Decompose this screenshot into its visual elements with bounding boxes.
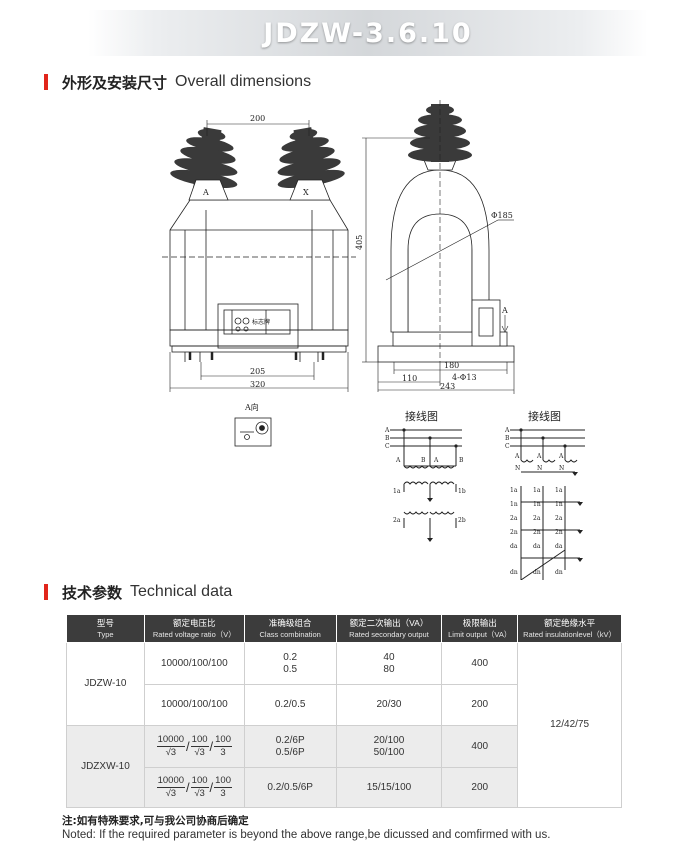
dim-diameter: Φ185 — [491, 211, 513, 220]
dim-side-left: 110 — [402, 374, 417, 383]
dim-side-base: 180 — [444, 361, 459, 370]
cell-limit: 400 — [441, 642, 519, 685]
dim-height: 405 — [355, 235, 364, 250]
section-dimensions-en: Overall dimensions — [175, 73, 312, 90]
right-r3-3: 2a — [555, 515, 563, 522]
section-technical-heading: 技术参数 Technical data — [44, 582, 232, 602]
cell-class: 0.2/0.5/6P — [243, 767, 337, 808]
left-primary-4: B — [459, 457, 464, 464]
dim-side-total: 243 — [440, 382, 455, 391]
right-bus-a: A — [504, 427, 510, 434]
left-sec1-a: 1a — [393, 488, 401, 495]
terminal-x-label: X — [303, 188, 309, 197]
nameplate-label: 标志牌 — [252, 318, 270, 326]
cell-insulation: 12/42/75 — [517, 642, 622, 808]
section-dimensions-cn: 外形及安装尺寸 — [62, 73, 168, 92]
right-r3-2: 2a — [533, 515, 541, 522]
right-r2-1: 1n — [510, 501, 518, 508]
cell-output: 20/30 — [335, 684, 443, 726]
cell-ratio: 10000/100/100 — [143, 684, 245, 726]
right-r6-3: dn — [555, 569, 563, 576]
left-primary-1: A — [395, 457, 401, 464]
right-r6-2: dn — [533, 569, 541, 576]
section-marker — [44, 74, 48, 90]
dimension-drawing: A X 标志牌 200 205 320 — [162, 100, 585, 580]
note-english: Noted: If the required parameter is beyo… — [62, 829, 551, 841]
right-r4-2: 2n — [533, 529, 541, 536]
right-neutral-2: N — [537, 465, 542, 472]
right-r4-1: 2n — [510, 529, 518, 536]
note-chinese: 注:如有特殊要求,可与我公司协商后确定 — [62, 815, 249, 827]
left-bus-a: A — [384, 427, 390, 434]
terminal-a-label: A — [202, 188, 209, 197]
cell-ratio: 10000/100/100 — [143, 642, 245, 685]
wiring-left-title: 接线图 — [405, 409, 438, 423]
section-marker — [44, 584, 48, 600]
right-r2-3: 1n — [555, 501, 563, 508]
right-bus-b: B — [505, 435, 510, 442]
left-bus-b: B — [385, 435, 390, 442]
section-technical-en: Technical data — [130, 583, 233, 600]
right-r5-2: da — [533, 543, 541, 550]
dim-bottom-outer: 320 — [250, 380, 265, 389]
dim-bottom-inner: 205 — [250, 367, 265, 376]
dim-top: 200 — [250, 114, 265, 123]
cell-type: JDZXW-10 — [66, 725, 145, 808]
table-row: 10000/100/100 0.2/0.5 20/30 200 — [67, 684, 622, 726]
right-primary-1: A — [514, 453, 520, 460]
dim-hole: 4-Φ13 — [452, 373, 477, 382]
left-bus-c: C — [385, 443, 390, 450]
left-sec2-a: 2a — [393, 517, 401, 524]
right-r1-1: 1a — [510, 487, 518, 494]
left-sec1-b: 1b — [458, 488, 466, 495]
right-neutral-1: N — [515, 465, 520, 472]
left-primary-2: B — [421, 457, 426, 464]
th-output: 额定二次输出（VA）Rated secondary output — [335, 614, 443, 643]
right-r2-2: 1n — [533, 501, 541, 508]
marker-a: A — [501, 306, 508, 315]
title-band: JDZW-3.6.10 — [88, 10, 648, 56]
right-r1-3: 1a — [555, 487, 563, 494]
right-primary-3: A — [558, 453, 564, 460]
section-technical-cn: 技术参数 — [62, 583, 123, 602]
right-r1-2: 1a — [533, 487, 541, 494]
cell-limit: 400 — [441, 725, 519, 768]
cell-output: 15/15/100 — [335, 767, 443, 808]
left-primary-3: A — [433, 457, 439, 464]
view-a-label: A向 — [244, 402, 259, 412]
section-dimensions-heading: 外形及安装尺寸 Overall dimensions — [44, 72, 311, 92]
page-title: JDZW-3.6.10 — [263, 18, 473, 49]
cell-type: JDZW-10 — [66, 642, 145, 726]
right-r4-3: 2n — [555, 529, 563, 536]
right-r6-1: dn — [510, 569, 518, 576]
cell-class: 0.2/0.5 — [243, 684, 337, 726]
right-r5-3: da — [555, 543, 563, 550]
right-bus-c: C — [505, 443, 510, 450]
right-r3-1: 2a — [510, 515, 518, 522]
wiring-right-title: 接线图 — [528, 409, 561, 423]
cell-limit: 200 — [441, 684, 519, 726]
right-neutral-3: N — [559, 465, 564, 472]
cell-limit: 200 — [441, 767, 519, 808]
left-sec2-b: 2b — [458, 517, 466, 524]
right-r5-1: da — [510, 543, 518, 550]
right-primary-2: A — [536, 453, 542, 460]
